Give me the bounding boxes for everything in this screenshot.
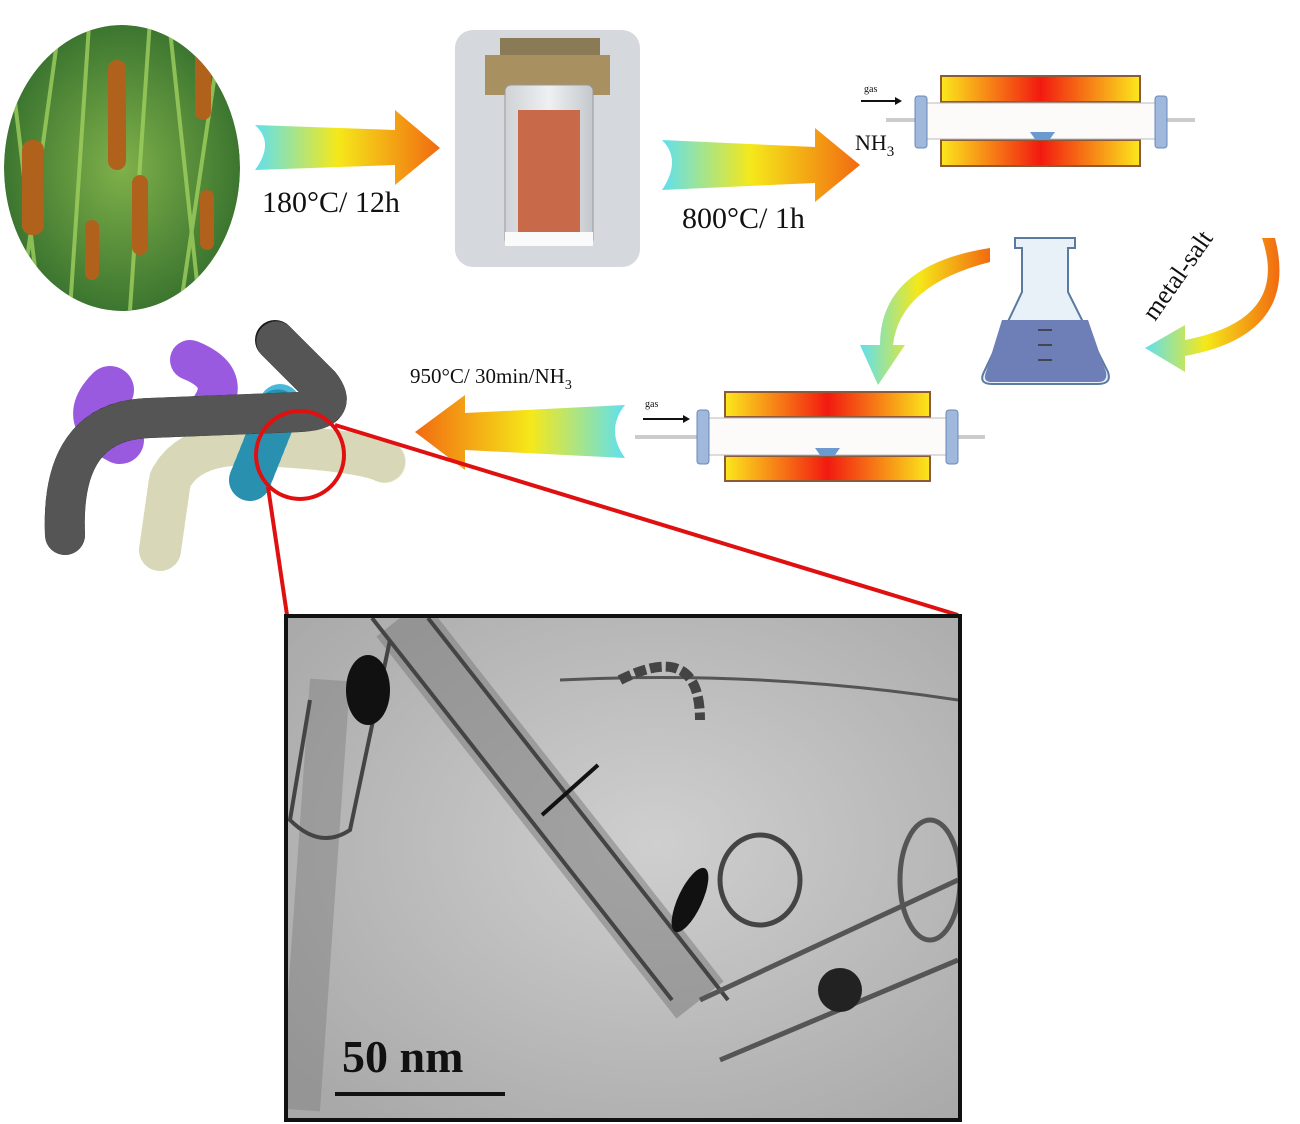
svg-text:950°C/ 30min/NH3: 950°C/ 30min/NH3 <box>410 364 572 393</box>
nh3-subscript: 3 <box>887 144 895 160</box>
arrow-metal-salt <box>1145 238 1280 372</box>
metal-salt-label: metal-salt <box>1136 224 1219 325</box>
gas-label-2: gas <box>645 399 658 410</box>
tem-micrograph: 50 nm <box>284 614 962 1122</box>
arrow-to-furnace2 <box>860 248 990 385</box>
tube-furnace-1: gas NH3 <box>855 75 1195 167</box>
zoom-indicator <box>254 409 959 617</box>
step2-label: 800°C/ 1h <box>682 202 805 235</box>
nanotubes-illustration <box>44 320 406 571</box>
arrow-step4 <box>415 395 625 470</box>
step1-label: 180°C/ 12h <box>262 186 400 219</box>
arrow-step1 <box>255 110 440 185</box>
cattail-reeds-image <box>4 25 240 311</box>
autoclave-image <box>455 30 640 267</box>
svg-text:NH3: NH3 <box>855 130 894 160</box>
measurement-line <box>540 763 600 817</box>
nh3-label: NH <box>855 130 887 155</box>
step4-subscript: 3 <box>565 378 572 393</box>
scale-bar-label: 50 nm <box>342 1031 463 1082</box>
tube-furnace-2: gas <box>635 391 985 482</box>
arrow-step2 <box>662 128 860 202</box>
erlenmeyer-flask <box>981 237 1110 385</box>
step4-label: 950°C/ 30min/NH <box>410 364 565 388</box>
gas-label: gas <box>864 84 877 95</box>
